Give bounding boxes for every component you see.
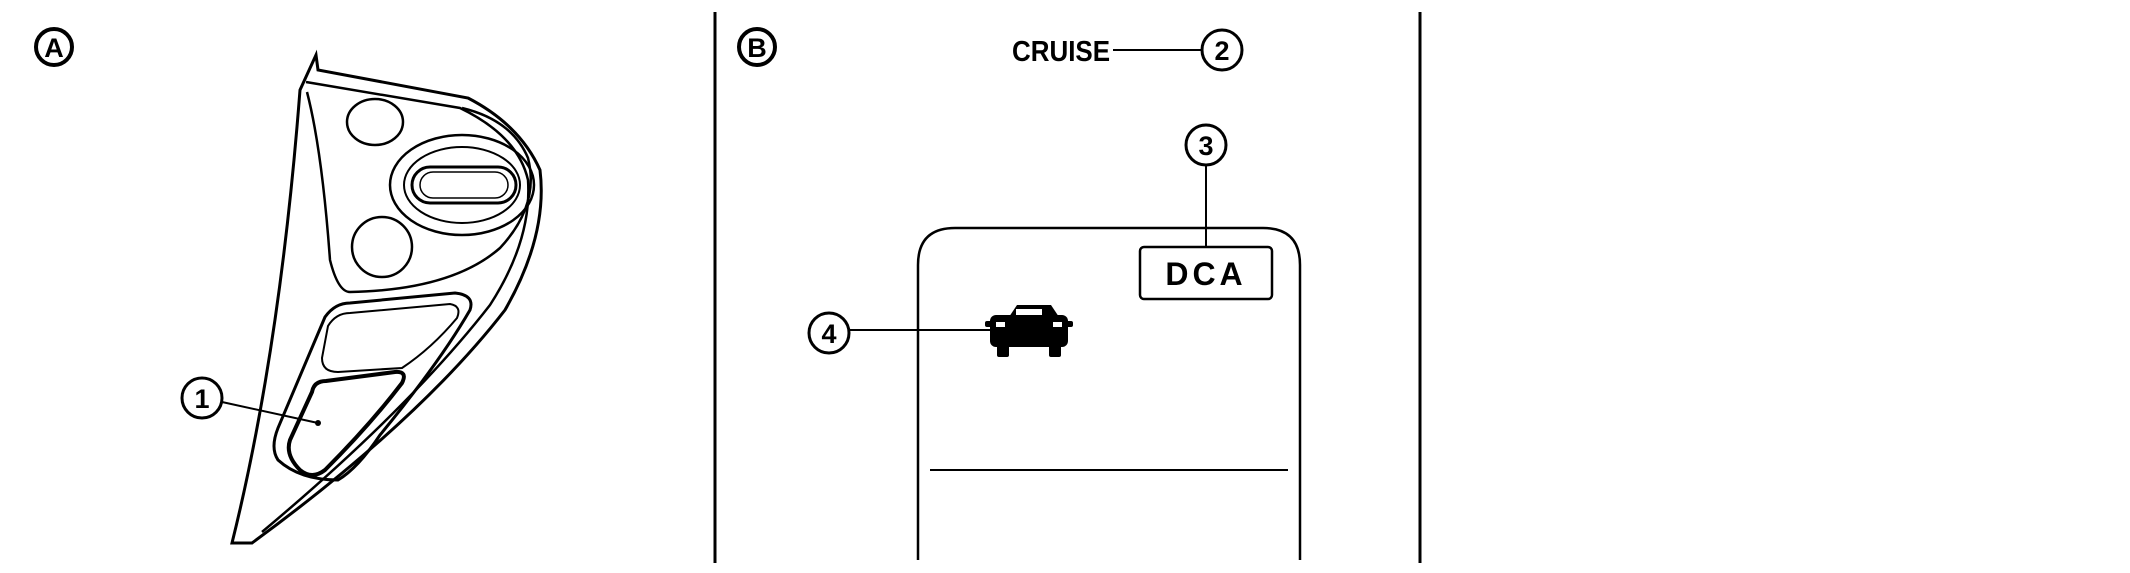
display-frame (916, 226, 1302, 560)
callout-1-number: 1 (194, 384, 209, 414)
panel-b: B CRUISE 2 3 DCA 4 (737, 27, 1302, 560)
steering-switch-icon (230, 49, 543, 545)
cruise-indicator-text: CRUISE (1012, 36, 1110, 68)
car-icon (985, 305, 1073, 357)
panel-a-letter: A (44, 33, 64, 63)
dca-indicator-box (1138, 245, 1274, 301)
callout-1-leader (221, 401, 319, 424)
callout-2-circle (1200, 28, 1244, 72)
dca-indicator-text: DCA (1165, 256, 1246, 292)
callout-4-number: 4 (821, 319, 836, 349)
callout-1-circle (180, 376, 224, 420)
callout-3-number: 3 (1198, 131, 1213, 161)
callout-2-number: 2 (1214, 36, 1229, 66)
panel-a-badge (34, 27, 74, 67)
callout-4-circle (807, 311, 851, 355)
panel-b-badge (737, 27, 777, 67)
panel-a: A 1 (34, 27, 543, 545)
panel-b-letter: B (747, 33, 767, 63)
